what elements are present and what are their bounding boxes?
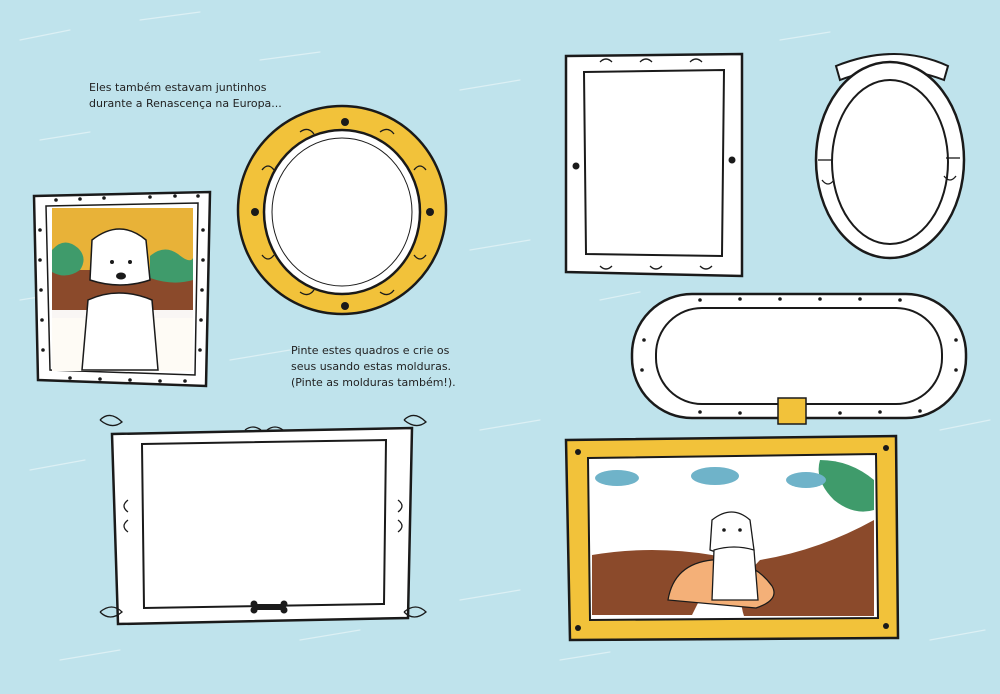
pill-blank-frame: [630, 292, 968, 425]
paw-marks: [251, 118, 434, 310]
background-strokes: [19, 11, 991, 661]
tall-blank-frame: [564, 52, 744, 278]
yellow-frame-flourishes: [261, 128, 427, 296]
tall-frame-paws: [572, 156, 736, 170]
intro-caption: Eles também estavam juntinhos durante a …: [89, 81, 282, 110]
yellow-oval-frame: [236, 104, 448, 316]
pill-frame-ribbon: [777, 397, 807, 425]
venus-frame-paws: [575, 445, 889, 631]
mona-lisa-dog-painting: [32, 190, 212, 388]
blank-frame-flourishes: [99, 414, 427, 618]
bone-icon: [254, 604, 284, 610]
pill-frame-dots: [640, 297, 958, 415]
large-blank-frame: [99, 414, 427, 626]
birth-of-venus-dog-painting: [564, 434, 900, 642]
white-oval-frame: [814, 53, 966, 260]
frame-dots: [38, 194, 205, 383]
instruction-caption: Pinte estes quadros e crie os seus usand…: [291, 344, 456, 389]
tall-frame-flourishes: [599, 58, 713, 270]
